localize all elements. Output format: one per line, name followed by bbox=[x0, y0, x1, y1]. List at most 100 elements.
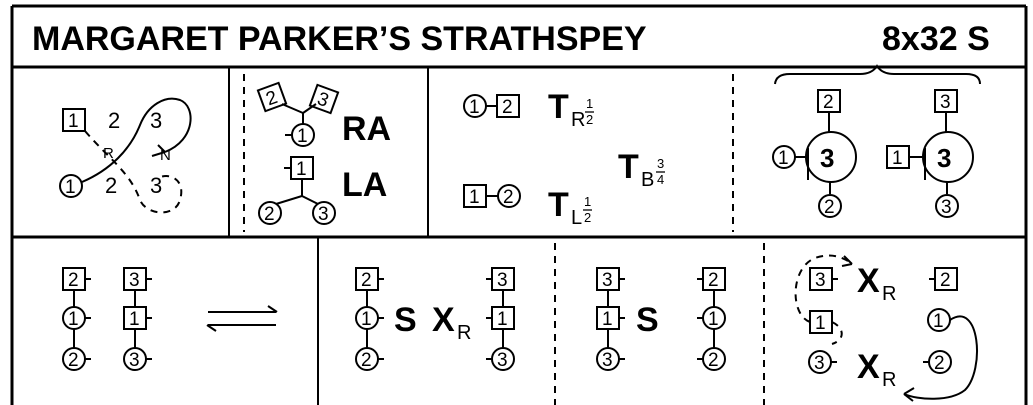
dancer-circle-1-label: 1 bbox=[933, 311, 944, 332]
cell-set: 3 1 3 S 2 1 2 bbox=[596, 267, 726, 371]
dancer-circle-2-label: 2 bbox=[708, 350, 719, 371]
frac-den: 2 bbox=[586, 112, 593, 127]
svg-text:2: 2 bbox=[263, 87, 280, 110]
center-dancer-3: 3 bbox=[937, 143, 951, 173]
dancer-box-2-label: 2 bbox=[823, 92, 834, 113]
dancer-box-2-label: 2 bbox=[68, 270, 79, 291]
dancer-box-1-label: 1 bbox=[129, 309, 140, 330]
cross-subscript-R: R bbox=[457, 322, 471, 344]
dancer-circle-2-label: 2 bbox=[68, 350, 79, 371]
formation-label: 8x32 S bbox=[882, 20, 990, 58]
dancer-circle-1-label: 1 bbox=[65, 177, 76, 198]
label-set: S bbox=[636, 301, 659, 339]
frac-num: 1 bbox=[584, 194, 591, 209]
cell-set-cross: 2 1 2 S X R 3 1 3 bbox=[355, 267, 515, 371]
dancer-box-2-label: 2 bbox=[940, 270, 951, 291]
dancer-number-3: 3 bbox=[150, 173, 162, 198]
label-set: S bbox=[394, 301, 417, 339]
dancer-circle-2-label: 2 bbox=[824, 197, 835, 218]
dancer-box-2-label: 2 bbox=[502, 97, 513, 118]
label-cross: X bbox=[857, 348, 880, 386]
page-title: MARGARET PARKER’S STRATHSPEY bbox=[32, 20, 647, 58]
turn-label-T: T bbox=[548, 186, 569, 224]
frac-num: 3 bbox=[657, 156, 664, 171]
cell-reel-figure: 1 2 3 1 2 3 R N bbox=[59, 97, 192, 214]
dancer-circle-1 bbox=[59, 174, 83, 198]
dancer-box-3-label: 3 bbox=[602, 270, 613, 291]
label-N: N bbox=[160, 147, 171, 164]
dancer-number-2: 2 bbox=[105, 173, 117, 198]
turn-subscript-B: B bbox=[641, 169, 654, 191]
cell-corners: 2 3 1 2 3 3 1 3 bbox=[772, 64, 981, 218]
dancer-circle-2 bbox=[497, 184, 521, 208]
arrowhead bbox=[841, 255, 853, 267]
cell-cross-tracks: 3 X R 2 1 1 3 X R 2 bbox=[794, 254, 978, 402]
hands-connector bbox=[275, 167, 319, 205]
frac-den: 4 bbox=[657, 172, 664, 187]
dancer-box-3-label: 3 bbox=[497, 270, 508, 291]
dancer-circle-1-label: 1 bbox=[68, 309, 79, 330]
dancer-circle-2-label: 2 bbox=[361, 350, 372, 371]
dancer-circle-3-label: 3 bbox=[318, 204, 329, 225]
dashed-track-line bbox=[831, 321, 843, 345]
dancer-circle-2 bbox=[258, 201, 282, 225]
hands-connector bbox=[281, 103, 317, 136]
dancer-box-1-label: 1 bbox=[68, 111, 79, 132]
dancer-circle-1-label: 1 bbox=[361, 309, 372, 330]
cell-positions: 2 1 2 3 1 3 bbox=[62, 267, 278, 371]
frac-num: 1 bbox=[586, 96, 593, 111]
dancer-circle-2-label: 2 bbox=[503, 187, 514, 208]
dancer-circle-1-label: 1 bbox=[469, 97, 480, 118]
cross-subscript-R: R bbox=[882, 369, 896, 391]
turn-subscript-R: R bbox=[571, 109, 585, 131]
dancer-circle-1-label: 1 bbox=[297, 126, 308, 147]
dancer-box-1-label: 1 bbox=[296, 159, 307, 180]
frame bbox=[10, 4, 1028, 405]
dancer-box-1 bbox=[62, 108, 86, 132]
dancer-box-1-label: 1 bbox=[815, 313, 826, 334]
cross-subscript-R: R bbox=[882, 283, 896, 305]
dancer-number-3: 3 bbox=[150, 108, 162, 133]
label-cross: X bbox=[857, 262, 880, 300]
turn-label-T: T bbox=[618, 148, 639, 186]
dancer-circle-3-label: 3 bbox=[941, 197, 952, 218]
turn-subscript-L: L bbox=[571, 207, 582, 229]
cell-turns: 1 2 T R 1 2 T B 3 4 1 2 T L 1 2 bbox=[463, 88, 665, 229]
frac-den: 2 bbox=[584, 210, 591, 225]
dancer-box-2-label: 2 bbox=[361, 270, 372, 291]
dashed-track-line bbox=[794, 254, 853, 323]
bracket bbox=[774, 64, 981, 85]
dancer-number-2: 2 bbox=[108, 108, 120, 133]
dancer-box-3-tilted: 3 bbox=[308, 83, 340, 115]
label-left-hands-across: LA bbox=[342, 166, 387, 204]
swap-arrows-icon bbox=[206, 305, 278, 332]
dancer-circle-2 bbox=[818, 194, 842, 218]
dancer-circle-3-label: 3 bbox=[602, 350, 613, 371]
turn-label-T: T bbox=[548, 88, 569, 126]
arrowhead bbox=[903, 387, 915, 402]
arrowhead bbox=[151, 144, 166, 157]
label-R: R bbox=[103, 145, 114, 162]
dancer-box-3-label: 3 bbox=[815, 270, 826, 291]
dancer-circle-1-label: 1 bbox=[778, 148, 789, 169]
dancer-circle-3-label: 3 bbox=[129, 350, 140, 371]
dancer-circle-2-label: 2 bbox=[934, 353, 945, 374]
center-dancer-3: 3 bbox=[820, 143, 834, 173]
dancer-circle-3-label: 3 bbox=[814, 353, 825, 374]
dancer-box-1-label: 1 bbox=[497, 309, 508, 330]
dancer-box-2-label: 2 bbox=[708, 270, 719, 291]
dancer-box-1-label: 1 bbox=[469, 187, 480, 208]
dashed-track-line bbox=[84, 130, 183, 214]
dancer-box-1-label: 1 bbox=[892, 148, 903, 169]
label-right-hands-across: RA bbox=[342, 110, 391, 148]
cell-rights-lefts: 2 3 1 RA 1 2 3 LA bbox=[256, 81, 391, 225]
dancer-box-2 bbox=[496, 94, 520, 118]
dancer-circle-3 bbox=[312, 201, 336, 225]
dancer-circle-3 bbox=[935, 194, 959, 218]
dancer-box-3-label: 3 bbox=[129, 270, 140, 291]
label-cross: X bbox=[432, 301, 455, 339]
dancer-circle-1-label: 1 bbox=[708, 309, 719, 330]
dancer-box-3-label: 3 bbox=[940, 92, 951, 113]
